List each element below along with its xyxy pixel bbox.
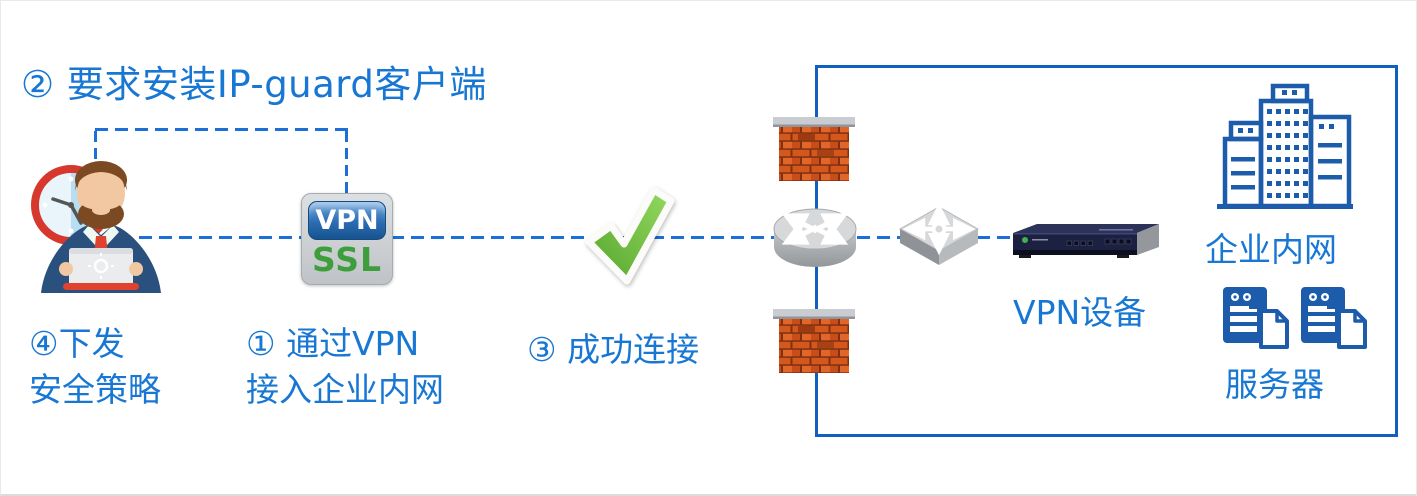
- step1-line2: 接入企业内网: [246, 370, 444, 409]
- dashed-connector-vpn-router: [391, 236, 775, 239]
- ssl-label: SSL: [311, 240, 383, 279]
- intranet-label: 企业内网: [1205, 230, 1337, 269]
- vpn-device-label: VPN设备: [1013, 293, 1147, 332]
- step1-label: ① 通过VPN 接入企业内网: [246, 321, 444, 413]
- dashed-connector-bracket: [95, 128, 348, 131]
- step2-title: ② 要求安装IP-guard客户端: [21, 63, 487, 106]
- server-icon: [1223, 285, 1367, 349]
- dashed-connector-bracket-left: [94, 131, 97, 165]
- step1-line1: ① 通过VPN: [246, 324, 420, 363]
- router-icon: [773, 208, 857, 267]
- dashed-connector-switch-appliance: [977, 236, 1019, 239]
- laptop-icon: [59, 248, 143, 290]
- firewall-icon: [773, 309, 855, 373]
- dashed-connector-bracket-right: [345, 131, 348, 193]
- vpn-appliance-icon: [1013, 224, 1159, 258]
- dashed-connector-user-vpn: [139, 236, 301, 239]
- firewall-icon: [773, 117, 855, 181]
- step3-label: ③ 成功连接: [527, 330, 700, 369]
- step4-label: ④下发安全策略: [29, 321, 161, 413]
- vpn-badge: VPN: [308, 201, 386, 240]
- checkmark-icon: [585, 186, 675, 285]
- office-building-icon: [1217, 83, 1353, 209]
- switch-icon: [899, 207, 979, 265]
- remote-user-laptop-icon: [31, 161, 161, 293]
- vpn-ssl-icon: VPN SSL: [301, 193, 393, 285]
- server-label: 服务器: [1225, 365, 1324, 404]
- step4-line1: ④下发: [29, 324, 125, 363]
- step4-line2: 安全策略: [29, 370, 161, 409]
- dashed-connector-router-switch: [857, 236, 901, 239]
